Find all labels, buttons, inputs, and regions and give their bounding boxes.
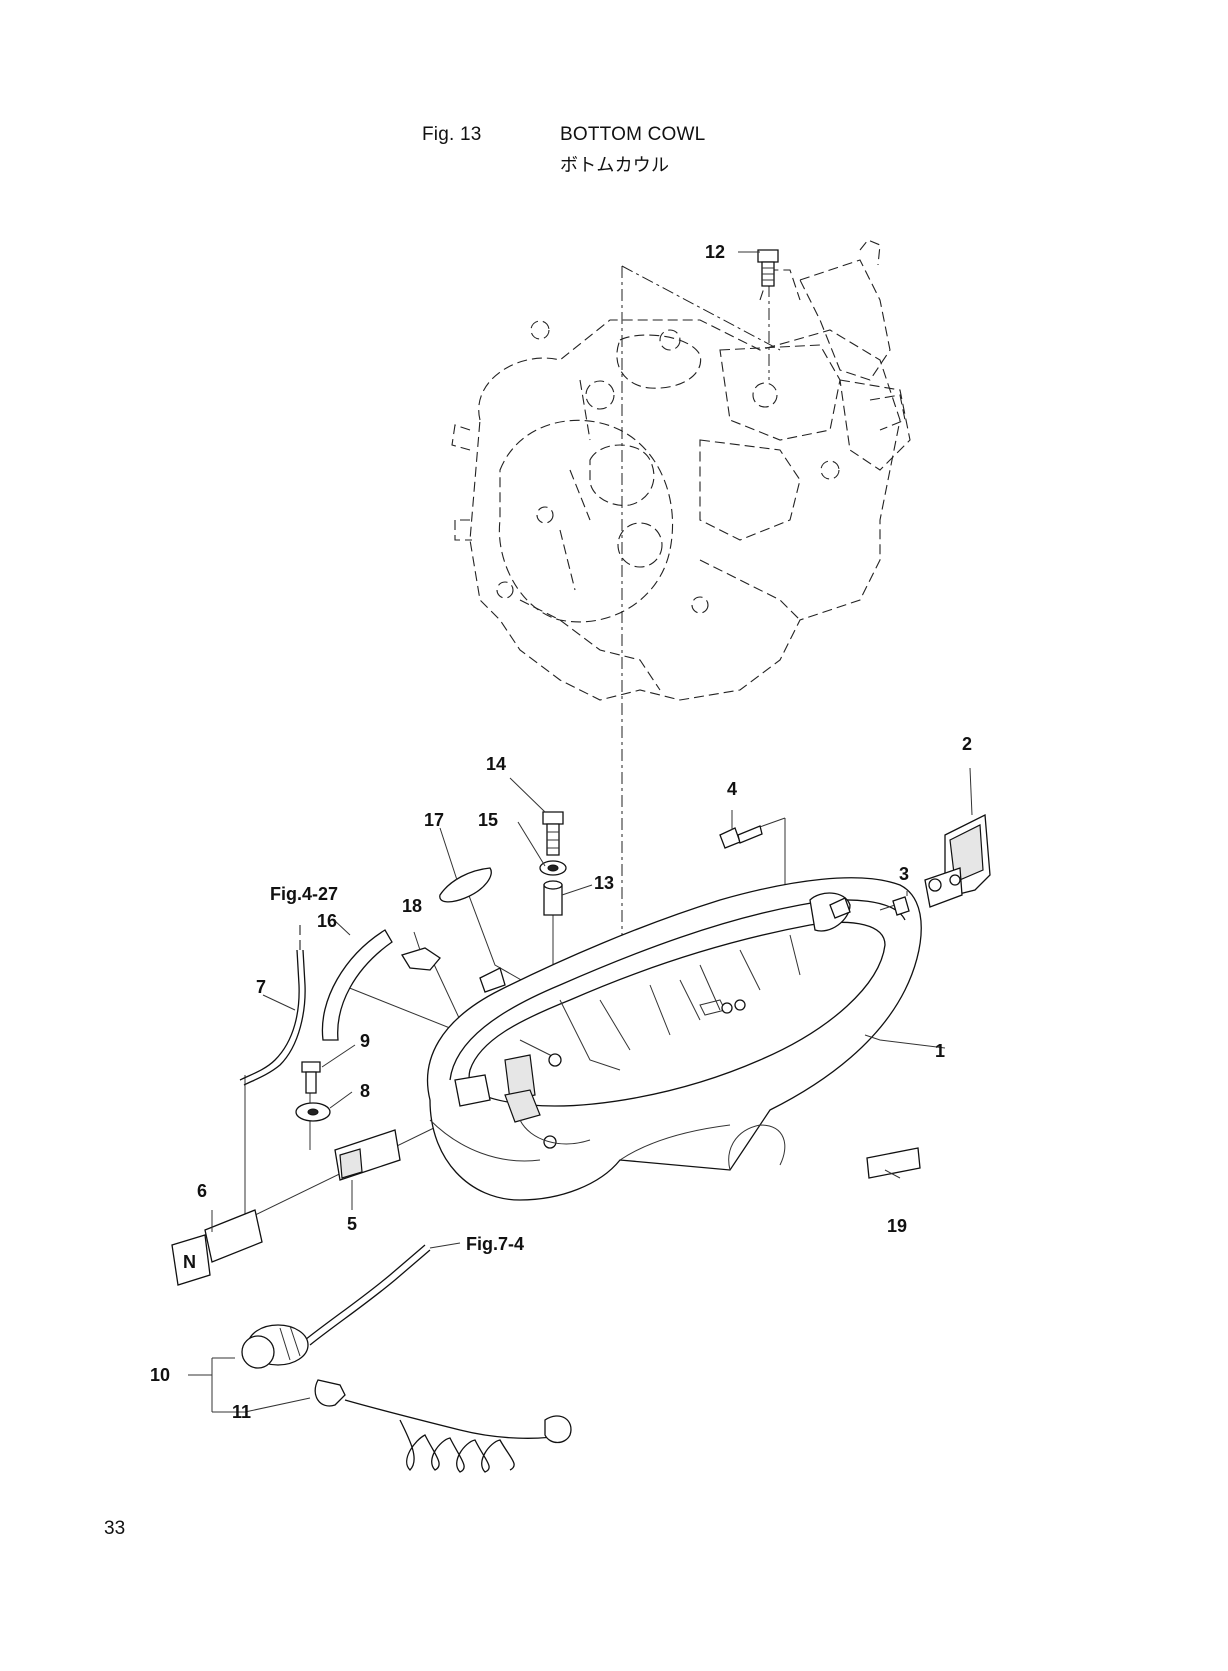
reference-fig-4-27: Fig.4-27 <box>270 884 338 904</box>
callout-4: 4 <box>727 779 737 799</box>
part-17-grommet <box>439 867 492 903</box>
callout-12: 12 <box>705 242 725 262</box>
switch-letter-n: N <box>183 1252 196 1272</box>
callout-5: 5 <box>347 1214 357 1234</box>
engine-block-outline <box>451 239 911 701</box>
callout-17: 17 <box>424 810 444 830</box>
bottom-cowl <box>426 877 922 1201</box>
callout-3: 3 <box>899 864 909 884</box>
leader-lines <box>188 251 973 1413</box>
callout-16: 16 <box>317 911 337 931</box>
callout-2: 2 <box>962 734 972 754</box>
part-5-grommet <box>334 1129 401 1181</box>
part-6-stop-switch: N <box>171 1209 263 1286</box>
callout-10: 10 <box>150 1365 170 1385</box>
part-19-label <box>866 1147 921 1179</box>
callout-8: 8 <box>360 1081 370 1101</box>
part-18-rubber-seal <box>401 947 441 971</box>
part-3-collar <box>879 896 910 916</box>
part-10-emergency-switch <box>241 1244 431 1369</box>
callout-11: 11 <box>232 1402 251 1422</box>
callout-14: 14 <box>486 754 506 774</box>
page-number: 33 <box>104 1518 126 1539</box>
callout-1: 1 <box>935 1041 945 1061</box>
callout-18: 18 <box>402 896 422 916</box>
figure-number: Fig. 13 <box>422 124 482 145</box>
part-8-washer <box>295 1102 331 1122</box>
part-15-washer <box>539 860 567 876</box>
part-4-bolt <box>719 825 763 849</box>
part-14-bolt <box>542 811 564 856</box>
part-12-flange-bolt <box>757 249 779 287</box>
callout-7: 7 <box>256 977 266 997</box>
callout-numbers: 1 2 3 4 5 6 7 8 9 10 11 12 13 14 15 16 1… <box>150 242 972 1422</box>
callout-13: 13 <box>594 873 614 893</box>
part-9-bolt <box>301 1061 321 1094</box>
callout-9: 9 <box>360 1031 370 1051</box>
callout-15: 15 <box>478 810 498 830</box>
figure-title-japanese: ボトムカウル <box>560 155 670 176</box>
callout-19: 19 <box>887 1216 907 1236</box>
figure-title-english: BOTTOM COWL <box>560 124 706 145</box>
callout-6: 6 <box>197 1181 207 1201</box>
part-11-lanyard <box>314 1379 572 1473</box>
part-16-seal-strip <box>321 929 393 1041</box>
part-13-collar <box>543 880 563 916</box>
part-2-hinge-bracket <box>924 813 991 908</box>
part-7-cable <box>239 949 306 1086</box>
reference-fig-7-4: Fig.7-4 <box>466 1234 524 1254</box>
